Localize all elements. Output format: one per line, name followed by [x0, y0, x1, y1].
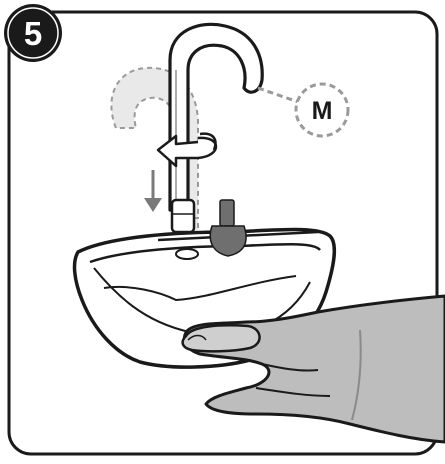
step-number-badge: 5 — [4, 4, 62, 62]
step-number: 5 — [24, 15, 42, 52]
callout-letter: M — [312, 97, 333, 125]
